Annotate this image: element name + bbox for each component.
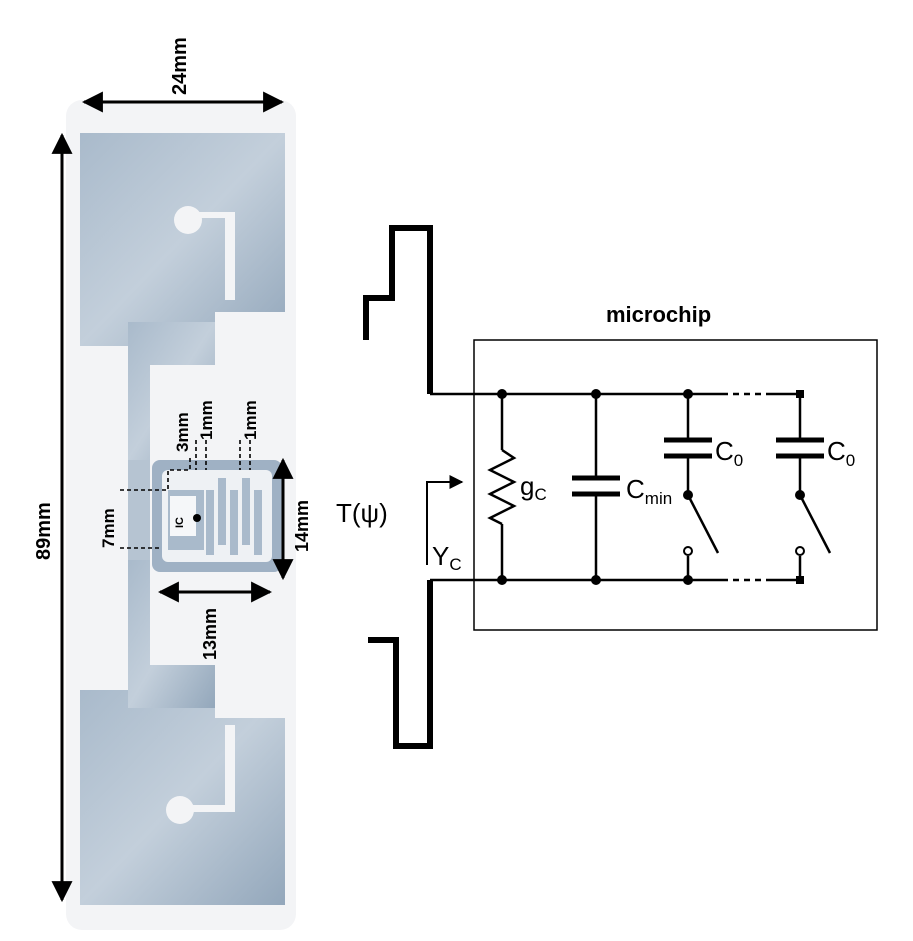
ic-label: IC — [174, 517, 186, 528]
antenna-upper-arm — [128, 322, 215, 460]
cmin-label: Cmin — [626, 474, 672, 508]
lower-loop-hole — [166, 796, 194, 824]
junction-dots — [497, 389, 805, 585]
length-label: 89mm — [33, 502, 55, 560]
center-feed-strip — [128, 460, 150, 560]
meander-line — [206, 478, 262, 555]
circuit-wires — [430, 392, 832, 582]
antenna-symbol-bottom — [368, 580, 433, 749]
yc-label: YC — [432, 541, 462, 574]
ic-chip-dot — [193, 514, 201, 522]
capacitor-plates — [572, 437, 824, 497]
microchip-box — [473, 339, 878, 631]
yt-arrow — [426, 475, 464, 565]
antenna-lower-arm — [128, 560, 215, 708]
c0-1-label: C0 — [715, 436, 743, 470]
ic-area — [170, 496, 196, 536]
gc-label: gC — [520, 471, 547, 504]
equivalent-circuit: microchip — [336, 225, 878, 749]
switch-contacts — [683, 546, 805, 556]
yt-label: T(ψ) — [336, 498, 388, 528]
dimension-guides — [120, 440, 251, 549]
microchip-title: microchip — [606, 302, 711, 327]
rfid-tag: 24mm 89mm 3mm 1mm 1mm 7mm 14mm 13mm IC — [33, 37, 312, 930]
dim-14mm-label: 14mm — [292, 500, 312, 552]
c0-2-label: C0 — [827, 436, 855, 470]
upper-loop-hole — [174, 206, 202, 234]
dim-1mm-label-b: 1mm — [241, 400, 260, 440]
dim-7mm-label: 7mm — [99, 508, 118, 548]
width-label: 24mm — [169, 37, 191, 95]
dim-3mm-label: 3mm — [173, 412, 192, 452]
dim-13mm-label: 13mm — [200, 608, 220, 660]
gc-resistor — [487, 448, 517, 526]
antenna-symbol-top — [363, 225, 433, 394]
lower-loop-cutout — [186, 725, 235, 812]
dim-1mm-label-a: 1mm — [197, 400, 216, 440]
upper-loop-cutout — [186, 212, 235, 300]
